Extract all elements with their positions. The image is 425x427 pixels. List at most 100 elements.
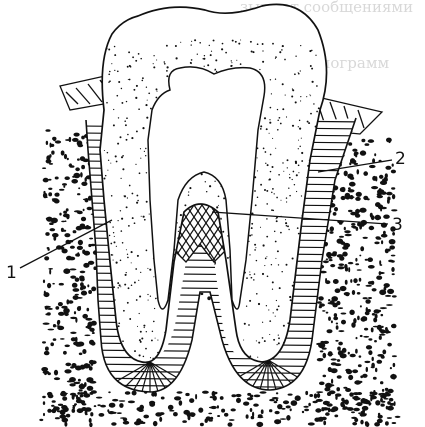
dentin-dot — [113, 109, 114, 110]
dentin-dot — [131, 251, 133, 253]
dentin-dot — [263, 148, 265, 150]
dentin-dot — [146, 331, 147, 332]
dentin-dot — [109, 222, 110, 223]
dentin-dot — [144, 219, 146, 221]
dentin-dot — [271, 209, 273, 211]
bone-speck — [357, 169, 360, 174]
bone-speck — [65, 345, 70, 348]
bone-speck — [91, 287, 96, 292]
dentin-dot — [269, 133, 270, 134]
bone-speck — [191, 414, 195, 417]
dentin-dot — [121, 230, 123, 232]
bone-speck — [316, 391, 323, 393]
dentin-dot — [275, 58, 276, 59]
dentin-dot — [136, 195, 138, 197]
dentin-dot — [287, 225, 289, 227]
dentin-dot — [139, 339, 141, 341]
bone-speck — [119, 403, 123, 408]
dentin-dot — [267, 275, 269, 277]
bone-speck — [47, 409, 51, 413]
dentin-dot — [107, 170, 108, 171]
bone-speck — [369, 394, 371, 396]
bone-speck — [75, 278, 80, 282]
dentin-dot — [178, 231, 179, 232]
dentin-dot — [240, 63, 242, 65]
bone-speck — [112, 399, 118, 402]
bone-speck — [345, 369, 351, 372]
dentin-dot — [110, 163, 111, 164]
bone-speck — [90, 412, 93, 416]
bone-speck — [354, 397, 361, 400]
bone-speck — [352, 369, 358, 373]
bone-speck — [283, 400, 289, 404]
bone-speck — [58, 302, 63, 306]
bone-speck — [322, 348, 327, 350]
bone-speck — [349, 310, 354, 315]
dentin-dot — [295, 161, 297, 163]
bone-speck — [120, 417, 127, 419]
bone-speck — [336, 387, 340, 391]
dentin-dot — [153, 55, 154, 56]
bone-speck — [302, 411, 304, 413]
bone-speck — [52, 233, 59, 237]
bone-speck — [286, 415, 290, 421]
dentin-dot — [139, 172, 141, 174]
bone-speck — [272, 397, 279, 399]
bone-speck — [319, 303, 325, 306]
dentin-dot — [280, 232, 282, 234]
dentin-dot — [292, 88, 293, 89]
bone-speck — [379, 188, 382, 192]
dentin-dot — [139, 313, 140, 314]
bone-speck — [81, 182, 87, 186]
bone-speck — [62, 396, 67, 400]
bone-speck — [217, 405, 219, 408]
bone-speck — [63, 268, 70, 274]
dentin-dot — [288, 229, 289, 230]
bone-speck — [392, 422, 397, 424]
dentin-dot — [280, 200, 281, 201]
bone-speck — [42, 396, 46, 398]
bone-speck — [74, 133, 80, 137]
bone-speck — [391, 209, 397, 211]
dentin-dot — [272, 289, 273, 290]
bone-speck — [380, 307, 387, 309]
dentin-dot — [151, 339, 153, 341]
bone-speck — [335, 288, 341, 293]
dentin-dot — [222, 231, 224, 233]
bone-speck — [371, 396, 377, 400]
bone-speck — [64, 154, 67, 159]
bone-speck — [326, 312, 329, 314]
bone-speck — [185, 393, 189, 396]
bone-speck — [333, 317, 338, 321]
dentin-dot — [106, 102, 108, 104]
dentin-dot — [264, 189, 266, 191]
dentin-dot — [107, 152, 109, 154]
dentin-dot — [109, 71, 111, 73]
bone-speck — [80, 394, 84, 397]
bone-speck — [372, 288, 377, 291]
dentin-dot — [272, 188, 274, 190]
dentin-dot — [257, 196, 259, 198]
bone-speck — [377, 360, 383, 364]
bone-speck — [348, 375, 353, 380]
dentin-dot — [191, 59, 193, 61]
bone-speck — [49, 222, 54, 225]
dentin-dot — [189, 187, 191, 189]
bone-speck — [53, 338, 57, 341]
dentin-dot — [131, 137, 133, 139]
bone-speck — [379, 271, 381, 275]
bone-speck — [295, 395, 301, 401]
bone-speck — [111, 422, 116, 425]
dentin-dot — [153, 66, 155, 68]
bone-speck — [360, 305, 362, 307]
bone-speck — [137, 407, 143, 411]
dentin-dot — [257, 170, 258, 171]
dentin-dot — [308, 122, 310, 124]
bone-speck — [331, 379, 333, 384]
bone-speck — [61, 150, 65, 155]
dentin-dot — [149, 214, 150, 215]
bone-speck — [337, 239, 344, 244]
dentin-dot — [287, 322, 289, 324]
dentin-dot — [129, 318, 131, 320]
dentin-dot — [285, 95, 286, 96]
